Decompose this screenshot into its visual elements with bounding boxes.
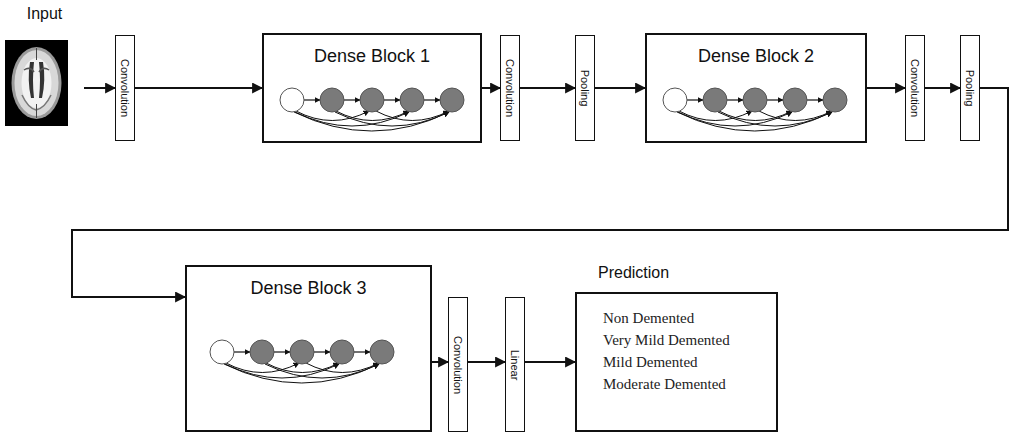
class-label: Very Mild Demented	[603, 329, 768, 351]
flow-arrow	[432, 361, 448, 363]
dense-layers	[663, 88, 847, 131]
layer-label: Convolution	[504, 59, 516, 117]
layer-box: Convolution	[905, 35, 925, 141]
prediction-title: Prediction	[598, 264, 669, 282]
block-title: Dense Block 1	[264, 46, 480, 67]
layer-box: Linear	[505, 297, 525, 432]
layer-label: Convolution	[909, 59, 921, 117]
layer-box: Convolution	[115, 35, 135, 141]
class-label: Mild Demented	[603, 351, 768, 373]
prediction-box: PredictionNon DementedVery Mild Demented…	[575, 262, 778, 432]
layer-box: Pooling	[960, 35, 980, 141]
layer-label: Pooling	[964, 70, 976, 107]
dense-layers	[280, 88, 464, 131]
flow-arrow	[84, 87, 115, 89]
flow-arrow	[525, 361, 575, 363]
prediction-frame: Non DementedVery Mild DementedMild Demen…	[575, 292, 778, 432]
brain-mri	[5, 40, 68, 126]
layer-box: Convolution	[448, 297, 468, 432]
flow-arrow	[520, 87, 575, 89]
block-title: Dense Block 2	[647, 46, 865, 67]
class-label: Moderate Demented	[603, 373, 768, 395]
dense-block: Dense Block 1	[262, 33, 482, 143]
layer-label: Convolution	[119, 59, 131, 117]
layer-label: Pooling	[579, 70, 591, 107]
layer-label: Linear	[509, 349, 521, 380]
layer-label: Convolution	[452, 335, 464, 393]
flow-arrow	[925, 87, 960, 89]
dense-block: Dense Block 3	[185, 265, 432, 432]
flow-arrow	[595, 87, 645, 89]
flow-arrow	[482, 87, 500, 89]
input-label: Input	[5, 5, 84, 23]
dense-block: Dense Block 2	[645, 33, 867, 143]
flow-arrow	[867, 87, 905, 89]
layer-box: Pooling	[575, 35, 595, 141]
dense-layers	[210, 340, 394, 383]
flow-arrow	[468, 361, 505, 363]
class-label: Non Demented	[603, 307, 768, 329]
layer-box: Convolution	[500, 35, 520, 141]
block-title: Dense Block 3	[187, 278, 430, 299]
flow-arrow	[135, 87, 262, 89]
input-image: Input	[5, 5, 84, 126]
